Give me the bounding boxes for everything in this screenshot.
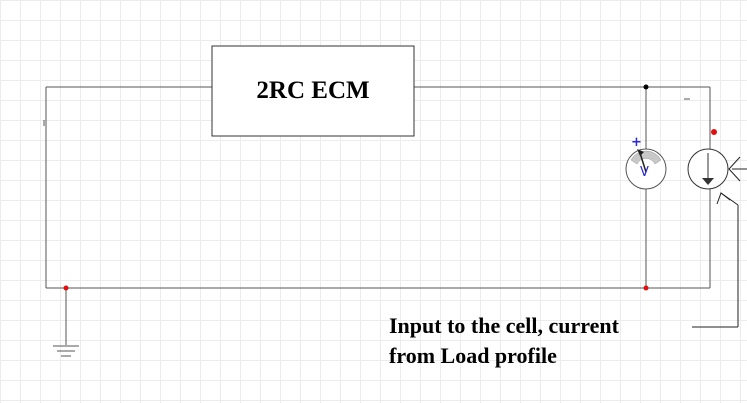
- node-dot-source: [711, 129, 717, 135]
- annotation-leader-arrow: [692, 192, 739, 328]
- ecm-block[interactable]: [211, 45, 415, 137]
- annotation-line-2: from Load profile: [389, 343, 557, 368]
- arrow-down-icon: [702, 178, 714, 185]
- annotation-line-1: Input to the cell, current: [389, 313, 619, 338]
- ground-icon: [53, 345, 79, 357]
- voltmeter[interactable]: V +: [625, 135, 667, 190]
- node-dot-bottom: [643, 285, 649, 291]
- input-arrow-icon: [728, 156, 747, 182]
- junction-dot-top: [643, 84, 649, 90]
- voltmeter-symbol: V: [640, 165, 649, 180]
- voltmeter-plus-sign: +: [631, 135, 642, 150]
- node-dot-ground: [63, 285, 69, 291]
- input-annotation: Input to the cell, current from Load pro…: [389, 311, 699, 371]
- current-source[interactable]: [687, 148, 729, 190]
